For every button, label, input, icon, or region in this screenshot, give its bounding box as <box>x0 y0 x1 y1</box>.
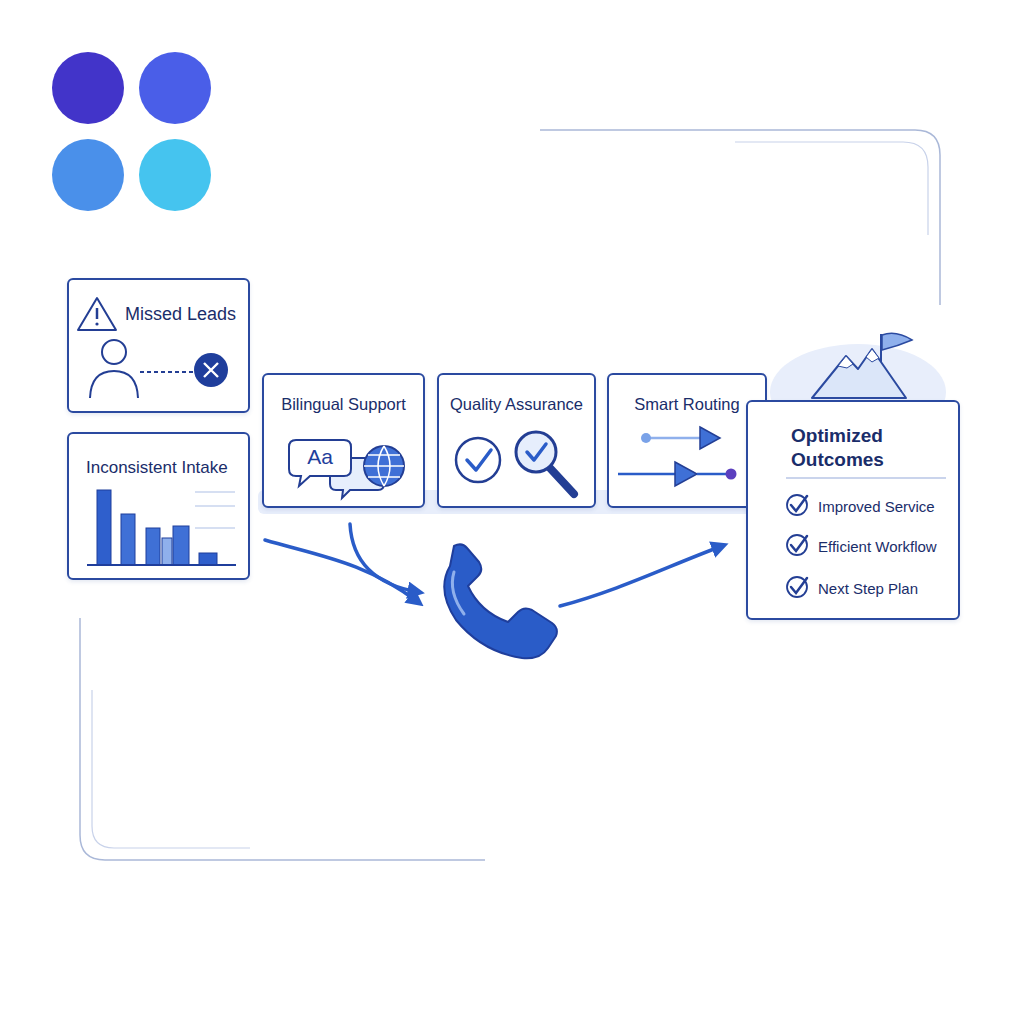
route-line <box>697 473 727 476</box>
outcome-box: Optimized OutcomesImproved ServiceEffici… <box>746 400 960 620</box>
flow-arrow <box>350 524 418 592</box>
chart-grid <box>195 527 235 529</box>
box-title: Quality Assurance <box>439 394 594 415</box>
solution-box: Bilingual Support <box>262 373 425 508</box>
problem-box: Inconsistent Intake <box>67 432 250 580</box>
flow-arrow <box>265 540 418 602</box>
route-line <box>645 437 702 440</box>
warning-mark <box>95 322 98 325</box>
frame-bracket <box>540 130 940 305</box>
chart-grid <box>195 505 235 507</box>
phone-highlight <box>452 572 464 614</box>
chart-bar <box>199 553 217 565</box>
box-title: Optimized Outcomes <box>791 424 941 472</box>
warning-icon <box>78 298 116 330</box>
chart-bar <box>173 526 189 565</box>
flag-pole <box>880 334 882 362</box>
warning-mark <box>96 308 99 319</box>
globe-icon <box>364 446 404 486</box>
chart-bar <box>146 528 160 565</box>
person-icon <box>90 371 138 398</box>
flow-arrow <box>560 546 722 606</box>
chart-axis <box>87 564 236 566</box>
check-circle <box>787 495 807 515</box>
magnifier-icon <box>516 432 556 472</box>
box-title: Bilingual Support <box>264 394 423 415</box>
route-arrow <box>675 462 697 486</box>
chart-bar <box>121 514 135 565</box>
speech-bubble <box>289 440 351 486</box>
divider-line <box>786 477 946 479</box>
fail-icon <box>194 353 228 387</box>
brand-dot <box>139 139 211 211</box>
check-mark <box>791 536 807 551</box>
box-title: Missed Leads <box>125 303 250 326</box>
frame-bracket <box>80 618 485 860</box>
box-title: Inconsistent Intake <box>86 457 248 478</box>
magnifier-handle <box>549 467 574 494</box>
check-mark <box>527 444 546 460</box>
problem-box: Missed Leads <box>67 278 250 413</box>
flag-icon <box>882 333 912 350</box>
dashed-link <box>140 371 193 373</box>
check-mark <box>467 450 491 470</box>
fail-mark <box>204 363 218 377</box>
brand-dot <box>52 139 124 211</box>
chart-grid <box>195 491 235 493</box>
checklist-item: Improved Service <box>818 497 958 516</box>
checklist-item: Next Step Plan <box>818 579 958 598</box>
solution-box: Smart Routing <box>607 373 767 508</box>
globe-lines <box>364 446 404 486</box>
check-circle <box>787 535 807 555</box>
mountain-icon <box>812 349 906 398</box>
phone-icon <box>444 544 557 658</box>
mountain-snow <box>838 349 879 368</box>
chart-bar <box>97 490 111 565</box>
box-title: Smart Routing <box>609 394 765 415</box>
route-arrow <box>700 427 720 449</box>
check-mark <box>791 578 807 593</box>
route-line <box>618 473 676 476</box>
brand-dot <box>139 52 211 124</box>
route-dot <box>641 433 651 443</box>
frame-bracket <box>735 142 928 235</box>
solution-box: Quality Assurance <box>437 373 596 508</box>
chart-bar <box>162 538 172 565</box>
checklist-item: Efficient Workflow <box>818 537 958 556</box>
check-icon <box>456 438 500 482</box>
brand-dot <box>52 52 124 124</box>
check-mark <box>791 496 807 511</box>
frame-bracket <box>92 690 250 848</box>
person-icon <box>102 340 126 364</box>
route-dot <box>726 469 737 480</box>
check-circle <box>787 577 807 597</box>
speech-bubble <box>330 458 384 498</box>
